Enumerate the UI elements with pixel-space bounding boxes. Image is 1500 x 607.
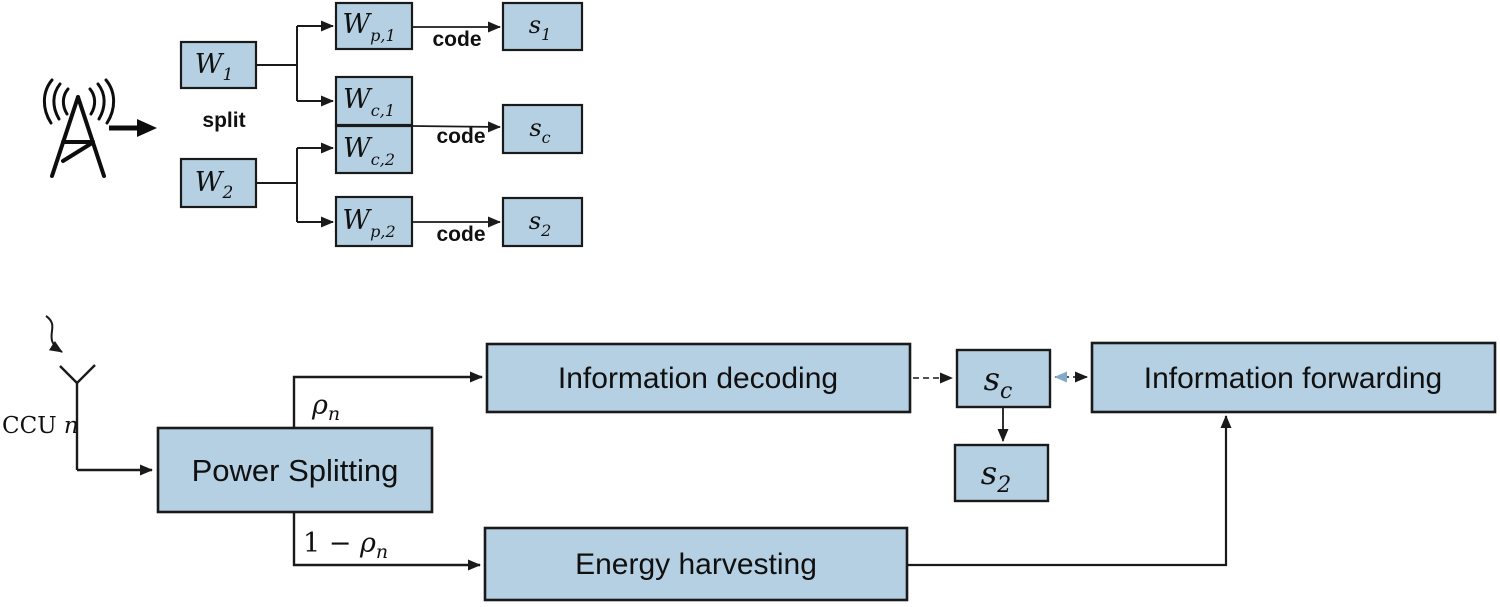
wc1-label: Wc,1 xyxy=(343,84,395,120)
ccu-antenna-icon xyxy=(59,364,96,470)
box-sc-top: sc xyxy=(501,103,584,155)
wc2-label: Wc,2 xyxy=(343,133,395,169)
box-w1: W1 xyxy=(179,40,258,90)
box-information-decoding: Information decoding xyxy=(485,342,912,414)
ccu-label: CCU n xyxy=(2,413,79,439)
incoming-signal-arrow xyxy=(45,315,63,353)
arrow-wc-to-sc xyxy=(411,121,501,133)
s1-top-label: s1 xyxy=(529,11,552,44)
w1-label: W1 xyxy=(195,49,234,85)
base-station-antenna-icon xyxy=(42,78,116,178)
code-label-3: code xyxy=(436,223,485,246)
box-power-splitting: Power Splitting xyxy=(156,426,434,514)
tower-left-leg xyxy=(50,95,80,178)
arrow-harvesting-to-forwarding xyxy=(907,415,1232,567)
sc-top-label: sc xyxy=(529,114,550,147)
arrow-one-minus-rho-to-harvesting xyxy=(292,512,481,571)
code-label-2: code xyxy=(436,125,485,148)
rho-label: ρn xyxy=(311,390,340,425)
antenna-output-arrow xyxy=(109,119,157,137)
box-wc2: Wc,2 xyxy=(334,124,414,175)
information-decoding-label: Information decoding xyxy=(558,362,838,395)
tower-right-leg xyxy=(76,95,106,178)
wp1-label: Wp,1 xyxy=(342,9,395,45)
power-splitting-label: Power Splitting xyxy=(192,453,399,488)
w2-label: W2 xyxy=(195,167,234,203)
split-label: split xyxy=(202,109,245,132)
box-wc1: Wc,1 xyxy=(334,75,414,127)
box-wp2: Wp,2 xyxy=(334,195,414,248)
box-wp1: Wp,1 xyxy=(334,1,414,51)
box-s1-top: s1 xyxy=(501,1,584,52)
antenna-v xyxy=(59,364,96,385)
box-energy-harvesting: Energy harvesting xyxy=(483,526,909,602)
code-label-1: code xyxy=(432,28,481,51)
box-s2-top: s2 xyxy=(501,196,584,248)
s2-bottom-label: s2 xyxy=(981,454,1011,498)
energy-harvesting-label: Energy harvesting xyxy=(575,548,817,581)
wp2-label: Wp,2 xyxy=(342,205,395,241)
arrow-rho-to-decoding xyxy=(292,371,483,428)
radio-waves-icon xyxy=(42,78,116,125)
one-minus-rho-label: 1 − ρn xyxy=(303,528,388,563)
tower-brace xyxy=(61,141,94,163)
s2-top-label: s2 xyxy=(529,207,552,240)
information-forwarding-label: Information forwarding xyxy=(1144,362,1442,395)
w1-branch-line xyxy=(256,26,298,101)
box-information-forwarding: Information forwarding xyxy=(1090,341,1497,414)
box-w2: W2 xyxy=(179,157,258,209)
box-sc-bottom: sc xyxy=(955,348,1052,409)
box-s2-bottom: s2 xyxy=(953,443,1050,503)
sc-bottom-label: sc xyxy=(984,360,1013,404)
w2-branch-line xyxy=(256,148,298,222)
